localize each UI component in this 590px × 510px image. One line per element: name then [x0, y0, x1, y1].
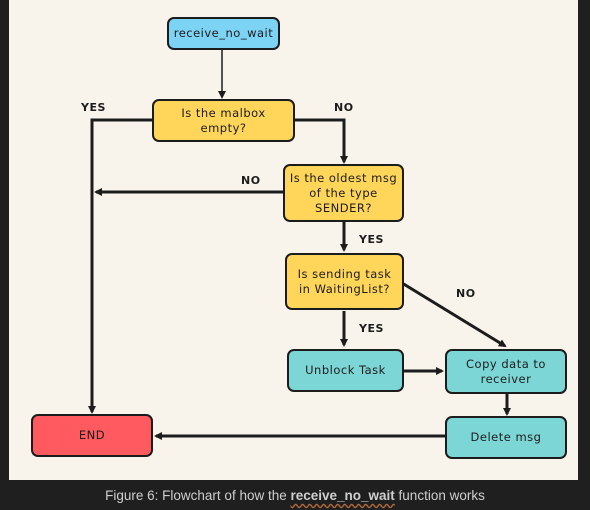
node-start: receive_no_wait — [167, 17, 280, 50]
edge-waiting-no-to-copy — [401, 281, 507, 348]
node-copy-data: Copy data to receiver — [445, 349, 567, 394]
node-end: END — [31, 414, 153, 457]
node-mailbox-empty: Is the malbox empty? — [152, 99, 295, 142]
caption-prefix: Figure 6: Flowchart of how the — [105, 488, 291, 503]
node-oldest-sender: Is the oldest msg of the type SENDER? — [283, 164, 404, 222]
label-oldest-yes: YES — [359, 233, 384, 246]
node-delete-msg: Delete msg — [445, 416, 567, 459]
node-waiting-list: Is sending task in WaitingList? — [285, 253, 404, 310]
caption-function-name: receive_no_wait — [290, 488, 395, 503]
node-unblock-task: Unblock Task — [287, 349, 404, 392]
label-waiting-yes: YES — [359, 322, 384, 335]
flowchart-canvas — [9, 0, 578, 480]
edge-mailbox-yes-to-end — [88, 118, 152, 414]
label-mailbox-no: NO — [334, 101, 354, 114]
caption-suffix: function works — [394, 488, 485, 503]
flowchart-edges — [88, 50, 511, 440]
label-oldest-no: NO — [241, 174, 261, 187]
label-mailbox-yes: YES — [81, 101, 106, 114]
edge-mailbox-no-to-oldest — [294, 118, 348, 164]
label-waiting-no: NO — [456, 287, 476, 300]
figure-caption: Figure 6: Flowchart of how the receive_n… — [0, 488, 590, 503]
